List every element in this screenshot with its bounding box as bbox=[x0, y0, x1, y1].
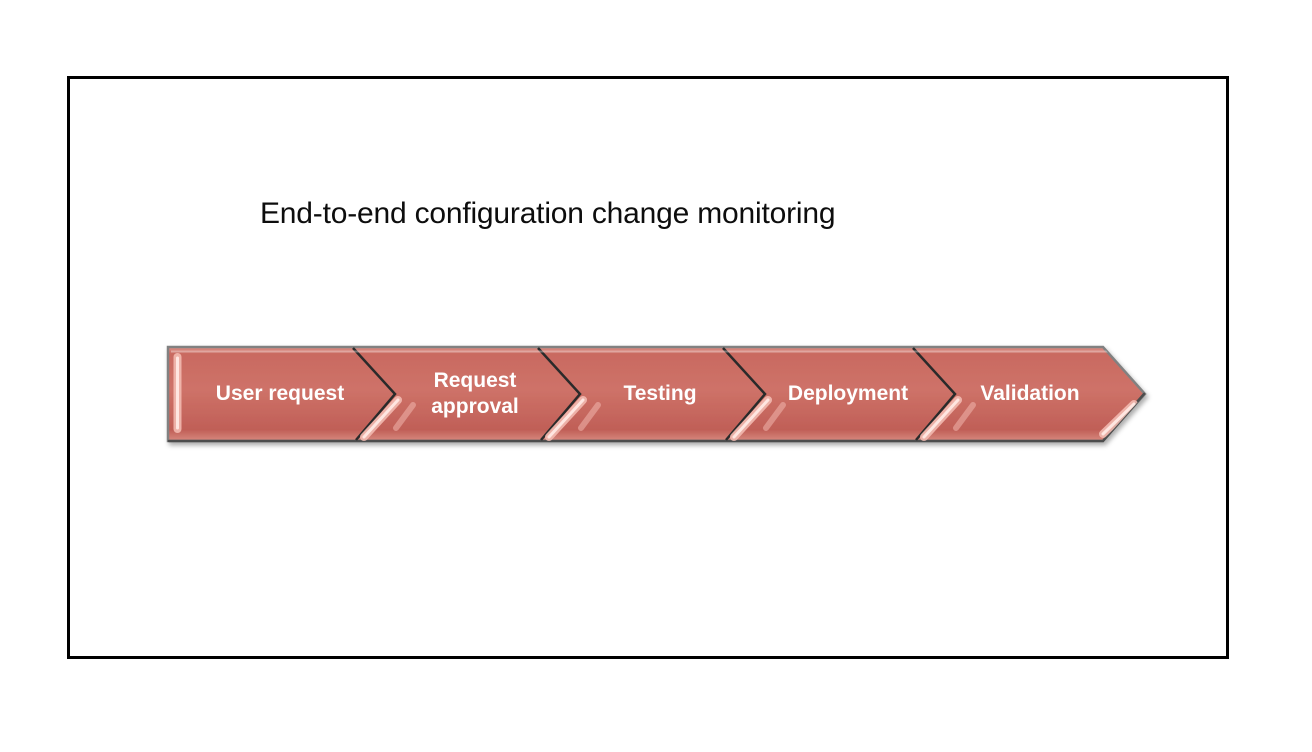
chevron-separator bbox=[912, 347, 957, 441]
chevron-separator bbox=[537, 347, 582, 441]
step-label-request-approval: Request approval bbox=[431, 369, 519, 418]
separator-highlight-secondary bbox=[763, 402, 786, 431]
step-label-testing: Testing bbox=[623, 382, 697, 405]
step-label-deployment: Deployment bbox=[787, 382, 909, 405]
separator-highlight-secondary bbox=[953, 402, 976, 431]
step-label-user-request: User request bbox=[215, 382, 345, 405]
chevron-separator bbox=[722, 347, 767, 441]
arrow-tip-highlight-core bbox=[1101, 402, 1136, 436]
separator-highlight-secondary bbox=[578, 402, 601, 431]
chevron-separator bbox=[352, 347, 397, 441]
separator-highlight-core bbox=[732, 398, 770, 439]
separator-highlight-core bbox=[362, 398, 400, 439]
separator-highlight-secondary bbox=[393, 402, 416, 431]
diagram-title: End-to-end configuration change monitori… bbox=[260, 197, 836, 230]
separator-highlight-core bbox=[547, 398, 585, 439]
step-label-validation: Validation bbox=[980, 382, 1080, 405]
gloss-highlights bbox=[171, 350, 1138, 441]
separator-highlight-core bbox=[922, 398, 960, 439]
slide-frame bbox=[67, 76, 1229, 659]
